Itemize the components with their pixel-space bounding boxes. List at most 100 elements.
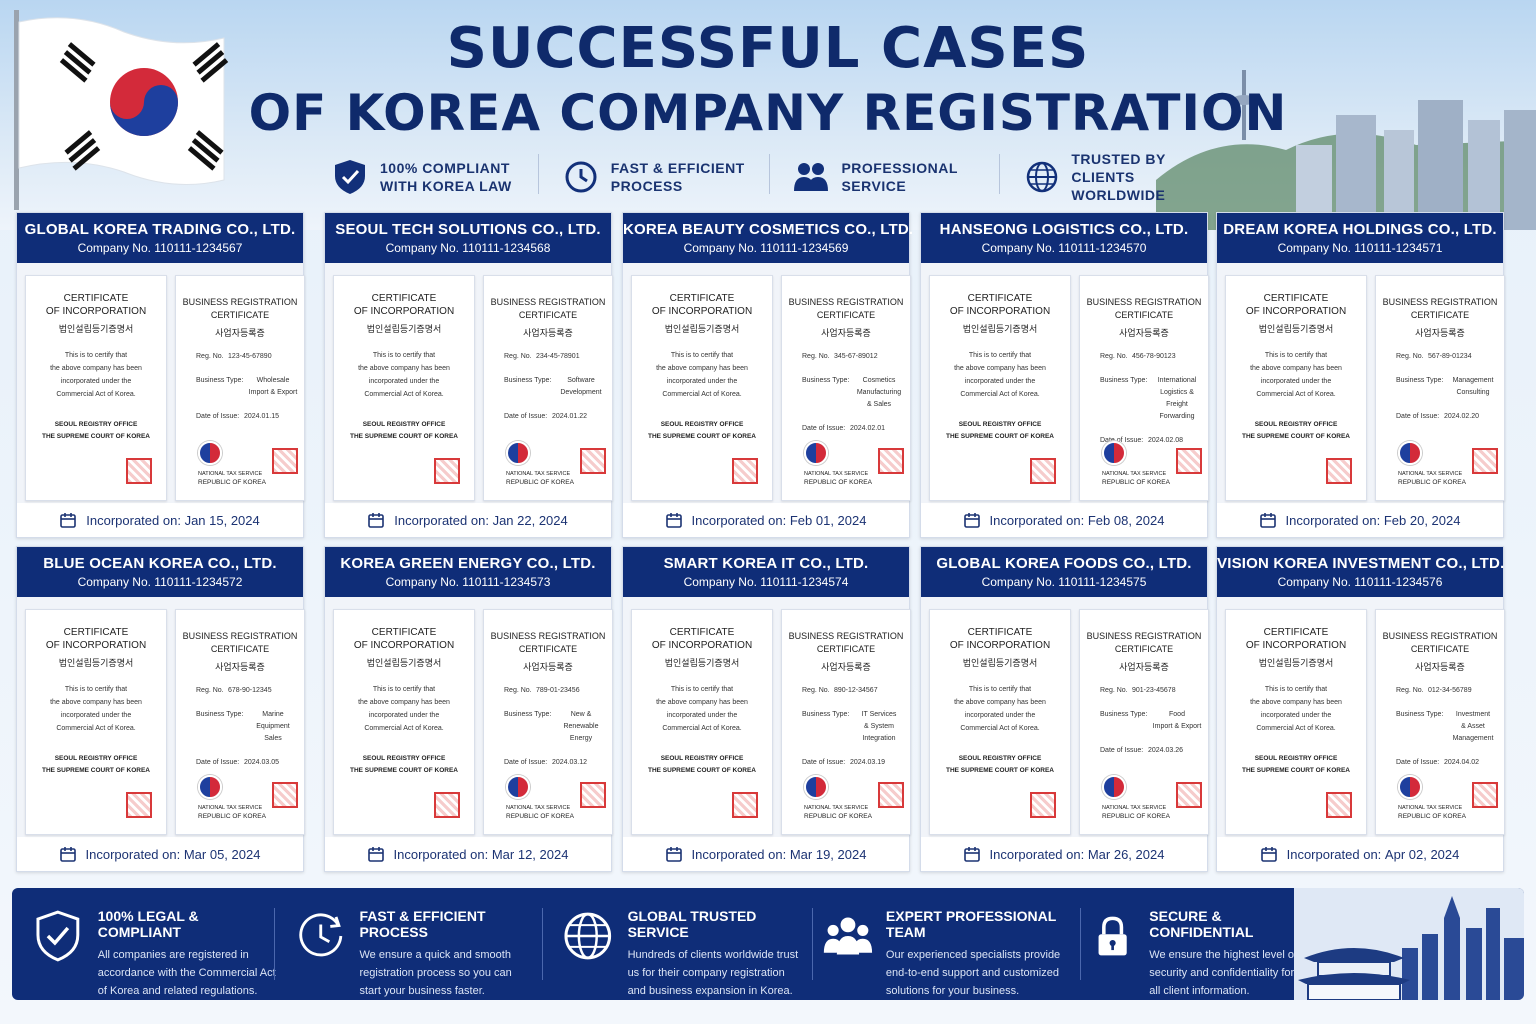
business-type-line-1: Food xyxy=(1169,711,1185,718)
feature-line-1: FAST & EFFICIENT xyxy=(610,160,745,176)
reg-no-value: 123-45-67890 xyxy=(228,353,272,360)
cert-korean-title: 법인설립등기증명서 xyxy=(1258,324,1334,334)
cert-body-line: This is to certify that xyxy=(64,352,128,359)
globe-icon xyxy=(564,912,612,960)
case-card: BLUE OCEAN KOREA CO., LTD. Company No. 1… xyxy=(16,546,305,872)
registry-office: SEOUL REGISTRY OFFICE xyxy=(660,421,744,428)
calendar-icon xyxy=(367,847,384,862)
red-seal-icon xyxy=(878,448,904,474)
nts-block: NATIONAL TAX SERVICE REPUBLIC OF KOREA xyxy=(1102,441,1170,486)
business-type-line-1: Investment xyxy=(1455,711,1491,718)
registry-office: SEOUL REGISTRY OFFICE xyxy=(958,421,1042,428)
incorporated-date: Mar 19, 2024 xyxy=(789,846,867,862)
footer-item-line: and business expansion in Korea. xyxy=(627,985,793,997)
red-seal-icon xyxy=(1176,782,1202,808)
cert-body-line: the above company has been xyxy=(1250,699,1342,706)
reg-no-label: Reg. No. xyxy=(1100,687,1128,694)
supreme-court: THE SUPREME COURT OF KOREA xyxy=(42,767,150,774)
clock-icon xyxy=(299,913,343,957)
cert-body-line: incorporated under the xyxy=(60,378,132,385)
brc-korean-title: 사업자등록증 xyxy=(1119,328,1169,338)
footer-item-line: all client information. xyxy=(1149,985,1250,997)
cert-body-line: the above company has been xyxy=(954,699,1046,706)
cert-title-line-1: CERTIFICATE xyxy=(63,293,129,304)
page-title-line-1: SUCCESSFUL CASES xyxy=(446,16,1090,81)
brc-title-line-2: CERTIFICATE xyxy=(1114,310,1174,320)
calendar-icon xyxy=(368,513,385,528)
cert-body-line: This is to certify that xyxy=(372,686,436,693)
company-number: Company No. 110111-1234575 xyxy=(981,575,1147,589)
footer-item-line: accordance with the Commercial Act xyxy=(97,967,276,979)
company-number: Company No. 110111-1234571 xyxy=(1277,241,1443,255)
business-type-line-2: Import & Export xyxy=(248,389,298,396)
footer-item-line: us for their company registration xyxy=(627,967,785,979)
case-card: KOREA GREEN ENERGY CO., LTD. Company No.… xyxy=(324,546,613,872)
brc-korean-title: 사업자등록증 xyxy=(523,328,573,338)
issue-date-value: 2024.04.02 xyxy=(1444,759,1480,766)
registry-office: SEOUL REGISTRY OFFICE xyxy=(54,755,138,762)
footer-divider xyxy=(1080,908,1081,980)
issue-date-label: Date of Issue: xyxy=(1396,413,1440,420)
business-type-line-2: Manufacturing & Sales xyxy=(856,389,902,408)
team-icon xyxy=(823,917,873,955)
shield-check-icon xyxy=(36,910,80,962)
cert-body-line: incorporated under the xyxy=(60,712,132,719)
case-card: SMART KOREA IT CO., LTD. Company No. 110… xyxy=(622,546,911,872)
feature-divider xyxy=(537,154,539,194)
case-card-header: VISION KOREA INVESTMENT CO., LTD. Compan… xyxy=(1217,547,1504,597)
cert-body-line: incorporated under the xyxy=(964,378,1036,385)
red-seal-icon xyxy=(580,782,606,808)
business-type-line-2: Logistics & Freight Forwarding xyxy=(1159,389,1195,420)
brc-title-line-1: BUSINESS REGISTRATION xyxy=(1382,297,1498,307)
nts-block: NATIONAL TAX SERVICE REPUBLIC OF KOREA xyxy=(198,441,266,486)
korean-flag-image xyxy=(14,10,229,210)
calendar-icon xyxy=(963,847,980,862)
business-type-line-2: Import & Export xyxy=(1152,723,1202,730)
reg-no-value: 789-01-23456 xyxy=(536,687,580,694)
supreme-court: THE SUPREME COURT OF KOREA xyxy=(1242,767,1350,774)
brc-title-line-1: BUSINESS REGISTRATION xyxy=(490,631,606,641)
red-seal-icon xyxy=(434,792,460,818)
red-seal-icon xyxy=(272,448,298,474)
red-seal-icon xyxy=(1326,792,1352,818)
footer-item-title: GLOBAL TRUSTED SERVICE xyxy=(627,908,757,940)
issue-date-label: Date of Issue: xyxy=(196,759,240,766)
incorporated-date: Feb 20, 2024 xyxy=(1383,512,1461,528)
business-type-line-1: Cosmetics xyxy=(862,377,896,384)
red-seal-icon xyxy=(878,782,904,808)
korea-emblem-icon xyxy=(804,775,828,799)
business-type-label: Business Type: xyxy=(1100,377,1148,384)
red-seal-icon xyxy=(1176,448,1202,474)
brc-title-line-2: CERTIFICATE xyxy=(1114,644,1174,654)
company-name: BLUE OCEAN KOREA CO., LTD. xyxy=(43,555,277,572)
cert-title-line-1: CERTIFICATE xyxy=(1263,293,1329,304)
reg-no-label: Reg. No. xyxy=(504,687,532,694)
business-type-label: Business Type: xyxy=(802,711,850,718)
footer-item-line: end-to-end support and customized xyxy=(885,967,1059,979)
brc-title-line-2: CERTIFICATE xyxy=(1410,310,1470,320)
red-seal-icon xyxy=(434,458,460,484)
footer-item-line: start your business faster. xyxy=(359,985,485,997)
business-type-line-1: Management xyxy=(1452,377,1494,384)
nts-country: REPUBLIC OF KOREA xyxy=(804,479,872,486)
issue-date-label: Date of Issue: xyxy=(1396,759,1440,766)
feature-line-2: PROCESS xyxy=(610,178,683,194)
cert-title-line-2: OF INCORPORATION xyxy=(651,640,753,651)
cert-title-line-1: CERTIFICATE xyxy=(967,293,1033,304)
shield-check-icon xyxy=(330,157,370,197)
supreme-court: THE SUPREME COURT OF KOREA xyxy=(946,433,1054,440)
calendar-icon xyxy=(60,513,77,528)
issue-date-label: Date of Issue: xyxy=(1100,437,1144,444)
footer-item-line: We ensure the highest level of xyxy=(1149,949,1298,961)
cert-body-line: This is to certify that xyxy=(372,352,436,359)
red-seal-icon xyxy=(580,448,606,474)
supreme-court: THE SUPREME COURT OF KOREA xyxy=(648,767,756,774)
brc-title-line-1: BUSINESS REGISTRATION xyxy=(788,297,904,307)
